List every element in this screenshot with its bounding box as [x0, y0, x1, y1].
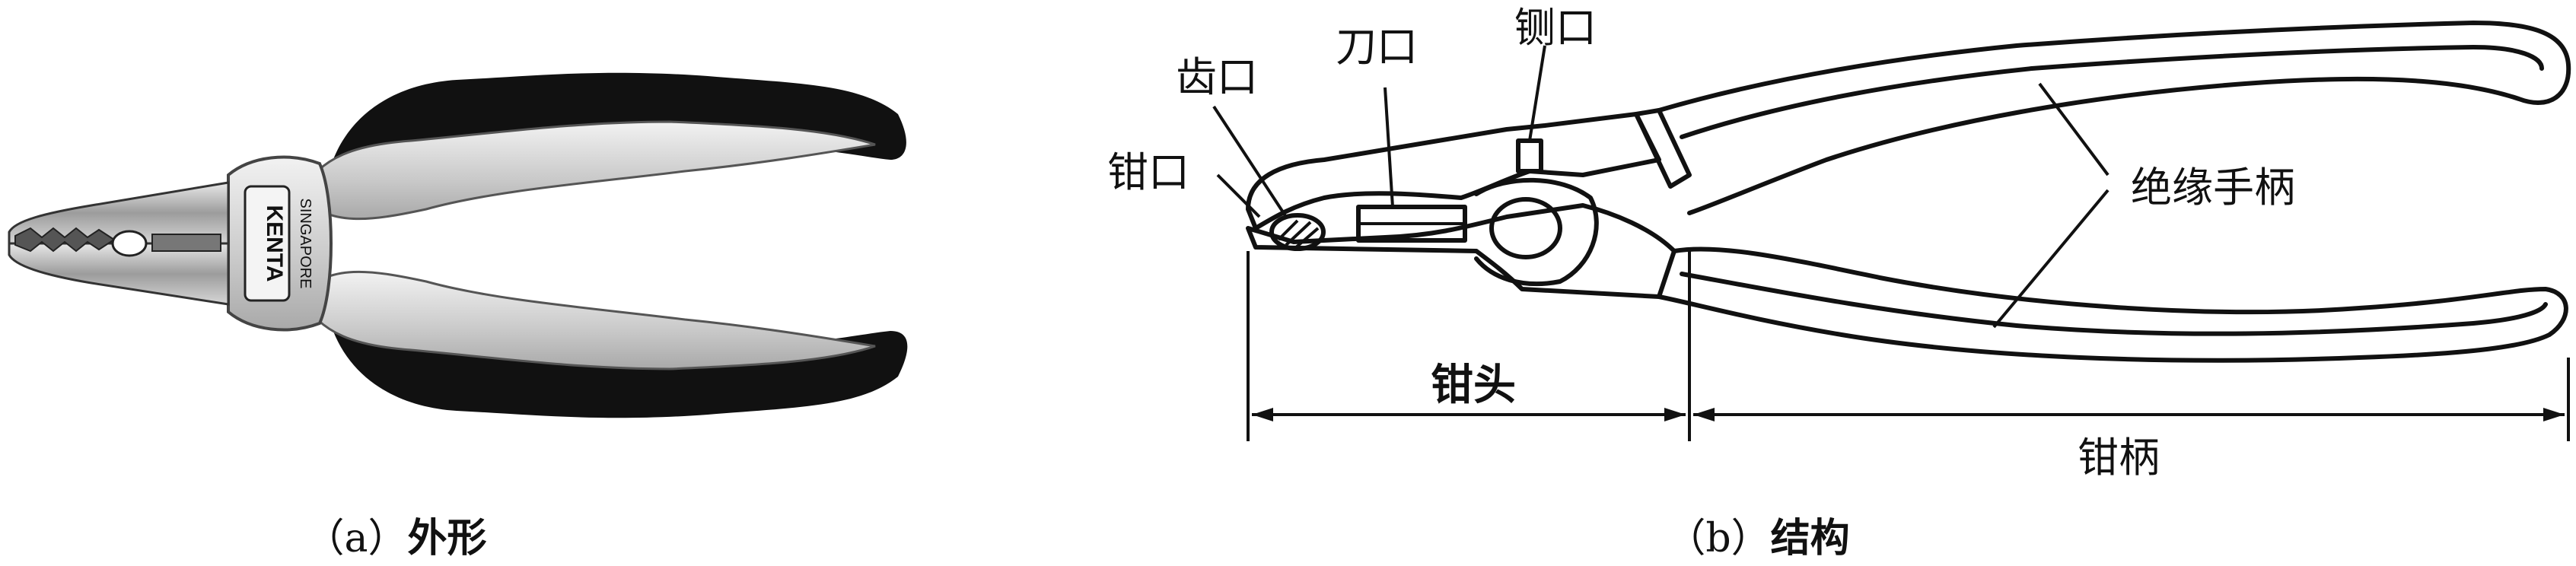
panel-a-photo: KENTA SINGAPORE （a）外形 [8, 72, 908, 561]
upper-handle-gray [299, 120, 876, 221]
leader-blade-mouth [1384, 87, 1394, 208]
lower-handle-outline [1657, 246, 2568, 363]
label-blade-mouth: 刀口 [1336, 23, 1418, 71]
tooth-mouth-oval [1269, 213, 1326, 251]
cutter-slot [151, 234, 221, 252]
handle-collar [1634, 108, 1692, 189]
leader-lines [1212, 45, 2110, 329]
label-insulated-handle: 绝缘手柄 [2131, 164, 2295, 211]
upper-handle-inner [1680, 45, 2544, 139]
leader-jaw-mouth [1216, 173, 1261, 218]
label-tooth-mouth: 齿口 [1176, 53, 1258, 101]
leader-tooth-mouth [1212, 105, 1288, 218]
leader-handle-upper [2038, 82, 2110, 176]
caption-a-prefix: （a） [304, 516, 407, 561]
label-plier-head: 钳头 [1431, 361, 1516, 410]
guillotine-window [1516, 138, 1543, 173]
brand-text: KENTA [262, 205, 287, 281]
caption-b: （b）结构 [1666, 516, 1849, 561]
jaw-teeth [14, 227, 116, 253]
lower-jaw-outline [1246, 203, 1676, 299]
caption-b-prefix: （b） [1666, 516, 1770, 561]
brand-subtext: SINGAPORE [297, 199, 314, 289]
tooth-mouth-hatch [1277, 219, 1320, 250]
lower-handle-inner [1680, 272, 2548, 336]
brand-badge [244, 185, 291, 302]
pivot-ring [1489, 197, 1562, 259]
leader-guillotine-mouth [1528, 45, 1546, 142]
caption-b-title: 结构 [1771, 516, 1850, 561]
pivot-plate [1474, 177, 1599, 287]
caption-a-title: 外形 [408, 516, 487, 561]
label-jaw-mouth: 钳口 [1107, 148, 1189, 196]
panel-b-diagram: 钳口 齿口 刀口 铡口 绝缘手柄 钳头 钳柄 （b）结构 [1107, 4, 2571, 561]
lower-handle-gray [299, 270, 876, 370]
steel-head-upper-jaw [8, 181, 230, 245]
steel-head-lower-jaw [8, 242, 230, 306]
upper-jaw-outline [1246, 112, 1661, 231]
leader-handle-lower [1992, 189, 2110, 329]
upper-handle-outline [1657, 21, 2571, 215]
tooth-mouth-hole [111, 230, 148, 257]
caption-a: （a）外形 [304, 516, 486, 561]
label-guillotine-mouth: 铡口 [1514, 4, 1597, 52]
dimension-lines [1247, 251, 2570, 441]
label-plier-handle: 钳柄 [2078, 434, 2160, 482]
